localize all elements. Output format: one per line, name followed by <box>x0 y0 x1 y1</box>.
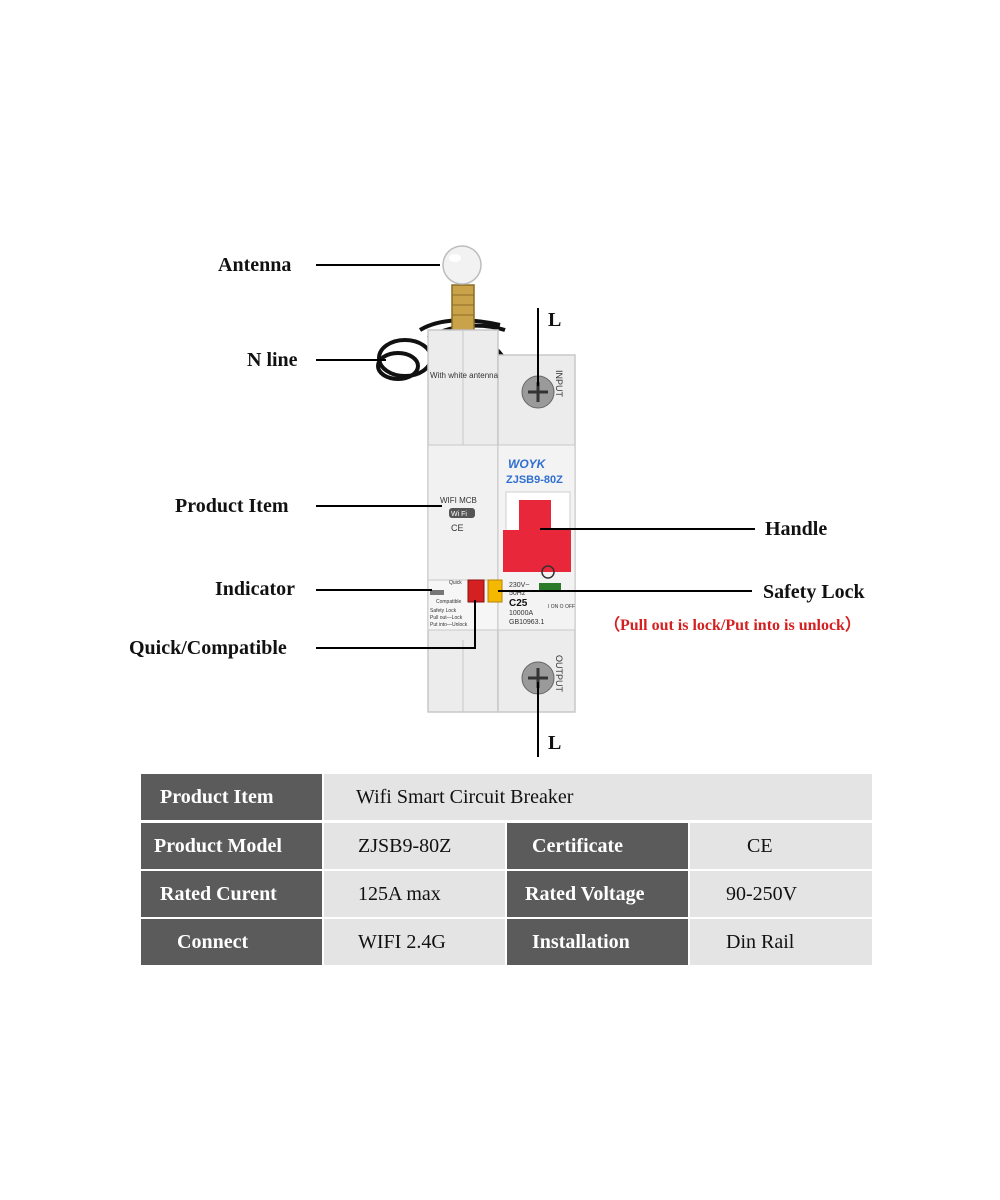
spec-freq: 50Hz <box>509 590 526 597</box>
quick-compatible-leader-line <box>316 647 476 649</box>
value-cell: Wifi Smart Circuit Breaker <box>324 774 872 820</box>
header-cell: Rated Voltage <box>507 871 688 917</box>
quick-compatible-label: Quick/Compatible <box>129 637 287 659</box>
output-text: OUTPUT <box>554 655 564 693</box>
spec-rating: C25 <box>509 598 528 609</box>
table-row: Product Item Wifi Smart Circuit Breaker <box>141 774 872 820</box>
l-top-label: L <box>548 309 562 331</box>
table-row: Product Model ZJSB9-80Z Certificate CE <box>141 823 872 869</box>
antenna-leader-line <box>316 264 440 266</box>
value-cell: 90-250V <box>690 871 872 917</box>
indicator-light <box>430 590 444 595</box>
input-text: INPUT <box>554 370 564 398</box>
handle-leader-line <box>540 528 755 530</box>
header-cell: Product Item <box>141 774 322 820</box>
safety-lock-label: Safety Lock <box>763 581 865 603</box>
wifi-mcb-text: WIFI MCB <box>440 496 477 505</box>
breaker-right-module <box>497 354 576 713</box>
brand-logo: WOYK <box>508 457 547 471</box>
safety-lock-leader-line <box>498 590 752 592</box>
indicator-leader-line <box>316 589 432 591</box>
quick-compatible-leader-vertical <box>474 600 476 649</box>
spec-breaking: 10000A <box>509 610 533 617</box>
product-item-label: Product Item <box>175 495 289 517</box>
header-cell: Connect <box>141 919 322 965</box>
l-bottom-leader-line <box>537 682 539 757</box>
lock-text-1: Safety Lock <box>430 608 457 614</box>
antenna-note-text: With white antenna <box>430 371 499 380</box>
breaker-left-module <box>427 329 499 713</box>
header-cell: Product Model <box>141 823 322 869</box>
table-row: Rated Curent 125A max Rated Voltage 90-2… <box>141 871 872 917</box>
table-row: Connect WIFI 2.4G Installation Din Rail <box>141 919 872 965</box>
value-cell: CE <box>690 823 872 869</box>
antenna-label: Antenna <box>218 254 292 276</box>
spec-voltage: 230V~ <box>509 582 529 589</box>
n-line-leader-line <box>316 359 386 361</box>
spec-standard: GB10963.1 <box>509 619 545 626</box>
quick-text: Quick <box>449 580 462 586</box>
value-cell: Din Rail <box>690 919 872 965</box>
safety-lock-note: （Pull out is lock/Put into is unlock） <box>604 617 861 634</box>
header-cell: Installation <box>507 919 688 965</box>
wifi-badge: Wi Fi <box>451 511 467 518</box>
safety-lock-marker <box>539 583 561 592</box>
l-top-leader-line <box>537 308 539 386</box>
model-text: ZJSB9-80Z <box>506 474 563 486</box>
header-cell: Certificate <box>507 823 688 869</box>
lock-text-3: Put into—Unlock <box>430 622 468 628</box>
n-line-label: N line <box>247 349 298 371</box>
value-cell: 125A max <box>324 871 505 917</box>
compatible-text: Compatible <box>436 599 462 605</box>
indicator-label: Indicator <box>215 578 295 600</box>
handle-label: Handle <box>765 518 828 540</box>
ce-mark: CE <box>451 523 464 533</box>
antenna-icon <box>442 245 482 331</box>
on-off-text: I ON O OFF <box>548 604 575 610</box>
handle-grip <box>503 530 571 572</box>
quick-compatible-switch <box>467 579 485 603</box>
value-cell: WIFI 2.4G <box>324 919 505 965</box>
value-cell: ZJSB9-80Z <box>324 823 505 869</box>
lock-text-2: Pull out—Lock <box>430 615 463 621</box>
header-cell: Rated Curent <box>141 871 322 917</box>
l-bottom-label: L <box>548 732 562 754</box>
product-item-leader-line <box>316 505 442 507</box>
